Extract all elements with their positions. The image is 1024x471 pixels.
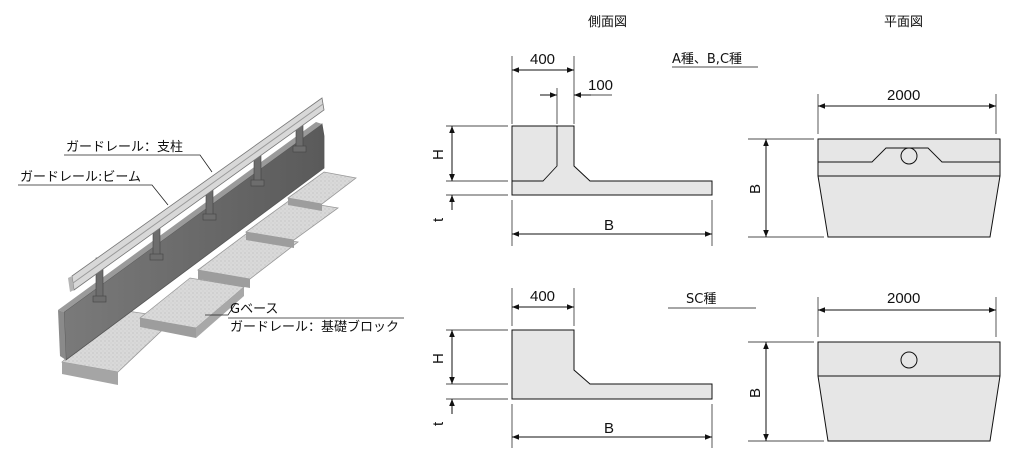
plan-view-title: 平面図 [884,15,923,30]
upper-plan-hole [900,147,918,165]
upper-plan-view: 2000 B [747,87,1001,238]
upper-plan-2000: 2000 [887,87,920,104]
upper-dim-H: H [430,149,447,160]
upper-dim-B: B [604,217,614,234]
upper-type-label: A種、B,C種 [672,51,742,67]
isometric-view: ガードレール：支柱 ガードレール:ビーム Gベース ガードレール：基礎ブロック [18,97,404,385]
lower-side-view: 400 H t B SC種 [430,288,756,448]
lower-dim-t: t [430,421,447,426]
guardrail-beam [68,97,325,292]
lower-dim-H: H [430,353,447,364]
callout-post-label: ガードレール：支柱 [66,140,183,155]
callout-base-label: Gベース [230,302,278,317]
callout-leaders [18,154,404,319]
side-view-title: 側面図 [588,15,627,30]
base-slabs [61,171,357,385]
lower-section-shape [511,329,713,400]
lower-plan-hole [900,351,918,369]
upper-dim-400: 400 [530,51,555,68]
callout-block-label: ガードレール：基礎ブロック [230,319,399,335]
lower-dim-400: 400 [530,288,555,305]
upper-dim-t: t [430,217,447,222]
callout-beam-label: ガードレール:ビーム [20,170,141,185]
lower-plan-2000: 2000 [887,290,920,307]
lower-dim-B: B [604,420,614,437]
upper-section-shape [511,125,713,196]
lower-plan-view: 2000 B [747,290,1001,442]
upper-dim-100: 100 [588,77,613,94]
lower-plan-B: B [747,388,764,398]
upper-plan-B: B [747,184,764,194]
lower-type-label: SC種 [686,291,716,307]
upper-side-view: 400 100 H t B A種、B,C種 [430,51,758,246]
